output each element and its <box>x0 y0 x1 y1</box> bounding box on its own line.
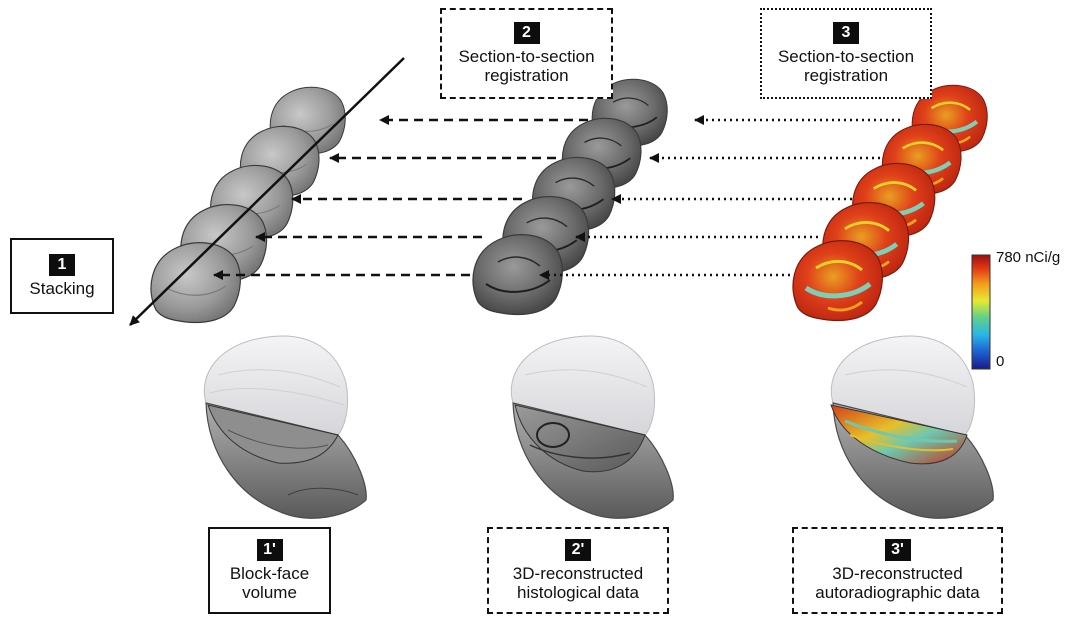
step-1-label: Stacking <box>29 280 94 298</box>
step-2p-label-line1: 3D-reconstructed <box>513 565 643 583</box>
step-3p-badge: 3' <box>885 539 911 561</box>
step-2-badge: 2 <box>514 22 540 44</box>
autoradiography-volume-render <box>831 336 993 518</box>
histology-section-stack <box>473 79 667 314</box>
step-1p-label-line1: Block-face <box>230 565 309 583</box>
step-3p-label-line1: 3D-reconstructed <box>832 565 962 583</box>
step-2p-badge: 2' <box>565 539 591 561</box>
color-scale-bar <box>972 255 990 369</box>
blockface-section-stack <box>151 87 345 322</box>
step-1p-label-line2: volume <box>242 584 297 602</box>
brain-section <box>793 241 882 321</box>
color-scale-min-label: 0 <box>996 353 1004 370</box>
step-1-badge: 1 <box>49 254 75 276</box>
step-1-stacking-box: 1 Stacking <box>10 238 114 314</box>
step-3p-autoradiographic-data-box: 3' 3D-reconstructed autoradiographic dat… <box>792 527 1003 614</box>
color-scale-max-label: 780 nCi/g <box>996 249 1060 266</box>
step-2p-label-line2: histological data <box>517 584 639 602</box>
step-3-label-line2: registration <box>804 67 888 85</box>
step-1p-blockface-volume-box: 1' Block-face volume <box>208 527 331 614</box>
step-2-label-line2: registration <box>484 67 568 85</box>
autoradiography-section-stack <box>793 85 987 320</box>
blockface-volume-render <box>204 336 366 518</box>
step-2-label-line1: Section-to-section <box>458 48 594 66</box>
step-2-registration-box: 2 Section-to-section registration <box>440 8 613 99</box>
step-3-label-line1: Section-to-section <box>778 48 914 66</box>
step-1p-badge: 1' <box>257 539 283 561</box>
step-3-badge: 3 <box>833 22 859 44</box>
step-2p-histological-data-box: 2' 3D-reconstructed histological data <box>487 527 669 614</box>
step-3p-label-line2: autoradiographic data <box>815 584 979 602</box>
stacking-axis-arrow <box>130 58 404 325</box>
histology-volume-render <box>511 336 673 518</box>
step-3-registration-box: 3 Section-to-section registration <box>760 8 932 99</box>
brain-section <box>151 243 240 323</box>
